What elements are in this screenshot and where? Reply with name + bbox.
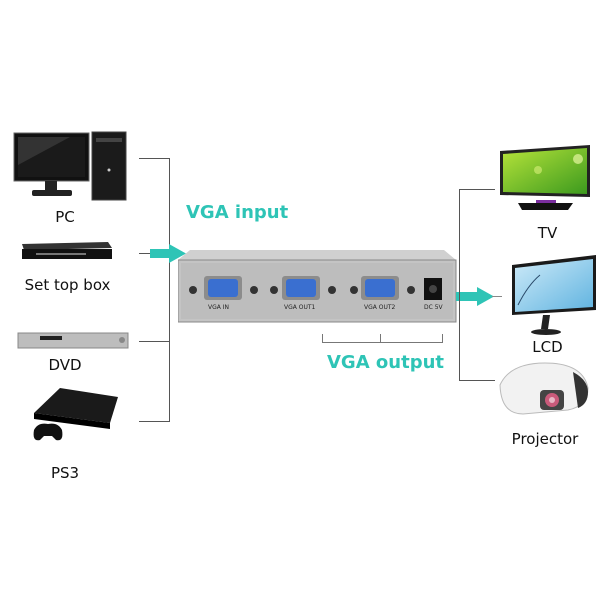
vga-input-label: VGA input <box>186 202 289 223</box>
splitter-body <box>177 250 457 323</box>
output-bracket-tick-mid <box>380 334 381 343</box>
input-label-pc: PC <box>55 208 75 226</box>
vga-output-label: VGA output <box>327 352 444 373</box>
pc-icon <box>13 131 127 201</box>
vga-splitter-device: VGA IN VGA OUT1 VGA OUT2 DC 5V <box>177 246 458 326</box>
lcd-monitor-icon <box>512 255 596 335</box>
port-label-vga-in: VGA IN <box>208 304 230 311</box>
input-dvd <box>16 330 131 352</box>
tv-icon <box>500 145 590 210</box>
input-connector-dvd <box>139 341 170 342</box>
set-top-box-icon <box>22 242 112 259</box>
input-label-ps3: PS3 <box>50 464 80 482</box>
input-connector-stb <box>139 253 151 254</box>
output-bus-line <box>459 189 460 380</box>
port-label-dc-5v: DC 5V <box>424 304 443 311</box>
output-bracket-tick-right <box>442 334 443 343</box>
output-projector <box>495 360 590 420</box>
output-tv <box>498 145 593 217</box>
ps3-console-icon <box>33 388 118 441</box>
output-connector-tv <box>459 189 495 190</box>
input-label-dvd: DVD <box>48 356 82 374</box>
input-connector-ps3 <box>139 421 170 422</box>
output-bracket-tick-left <box>322 334 323 343</box>
output-arrow-icon <box>456 287 494 306</box>
output-label-projector: Projector <box>511 430 579 448</box>
input-pc <box>10 130 130 205</box>
port-label-vga-out1: VGA OUT1 <box>284 304 316 311</box>
input-connector-pc <box>139 158 170 159</box>
output-label-lcd: LCD <box>532 338 563 356</box>
input-set-top-box <box>18 238 113 263</box>
output-lcd <box>508 255 598 340</box>
port-label-vga-out2: VGA OUT2 <box>364 304 396 311</box>
output-connector-lcd <box>492 296 502 297</box>
dvd-player-icon <box>17 332 129 349</box>
projector-icon <box>499 362 589 415</box>
input-bus-line <box>169 158 170 422</box>
input-label-set-top-box: Set top box <box>24 276 111 294</box>
output-label-tv: TV <box>537 224 558 242</box>
input-ps3 <box>30 385 125 450</box>
input-arrow-icon <box>150 244 186 263</box>
output-bracket-line <box>322 342 442 343</box>
output-connector-projector <box>459 380 495 381</box>
